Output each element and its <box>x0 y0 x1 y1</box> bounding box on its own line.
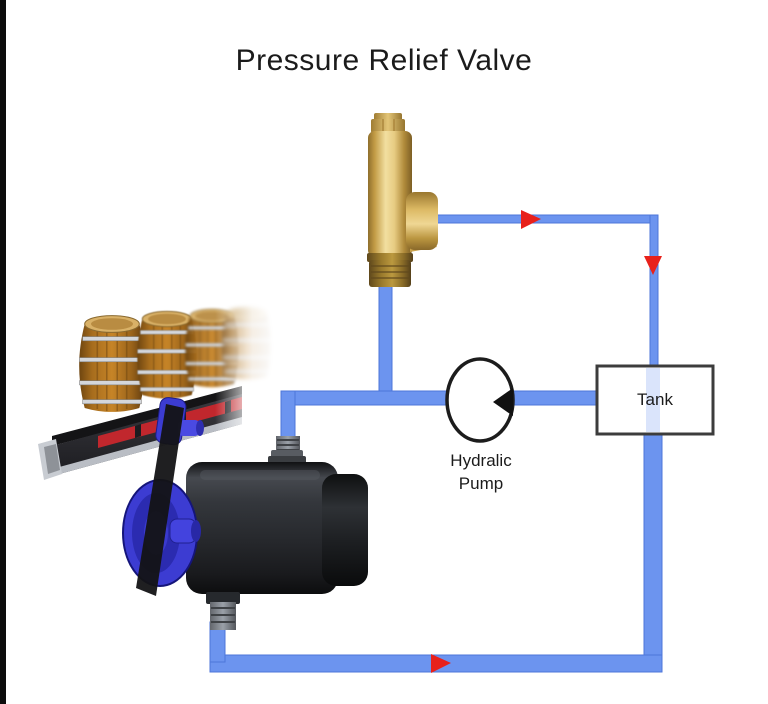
pipe-down-to-tank-top <box>649 214 659 369</box>
pipe-through-tank <box>646 368 660 432</box>
pump-triangle-icon <box>493 388 513 416</box>
pump-label-line1: Hydralic <box>450 451 512 470</box>
flow-arrow-right-bottom-icon <box>431 654 451 673</box>
drive-belt <box>136 404 184 596</box>
pipe-network <box>209 214 663 673</box>
left-edge-bar <box>0 0 6 704</box>
motor-bottom-fitting <box>206 592 240 630</box>
tank-box <box>595 364 715 436</box>
pipe-main-horizontal <box>280 390 598 406</box>
motor-end-cap <box>322 474 368 586</box>
diagram-title: Pressure Relief Valve <box>235 44 533 77</box>
flow-arrow-down-icon <box>644 256 662 275</box>
relief-valve-illustration <box>367 113 438 287</box>
pump-label-line2: Pump <box>458 474 504 493</box>
pipe-valve-drop <box>378 279 393 401</box>
flow-arrows <box>431 210 662 673</box>
conveyor-belt <box>38 386 242 480</box>
motion-blur-fade <box>215 290 277 485</box>
flow-arrow-right-icon <box>521 210 541 229</box>
pipe-valve-to-right <box>435 214 659 224</box>
hydraulic-pump-symbol <box>445 357 515 443</box>
belt-drive-assembly <box>122 397 204 596</box>
tank-label: Tank <box>637 390 673 409</box>
pump-label: Hydralic Pump <box>424 449 538 495</box>
pipe-tank-bottom-vertical <box>643 429 663 661</box>
drive-motor <box>186 436 368 630</box>
